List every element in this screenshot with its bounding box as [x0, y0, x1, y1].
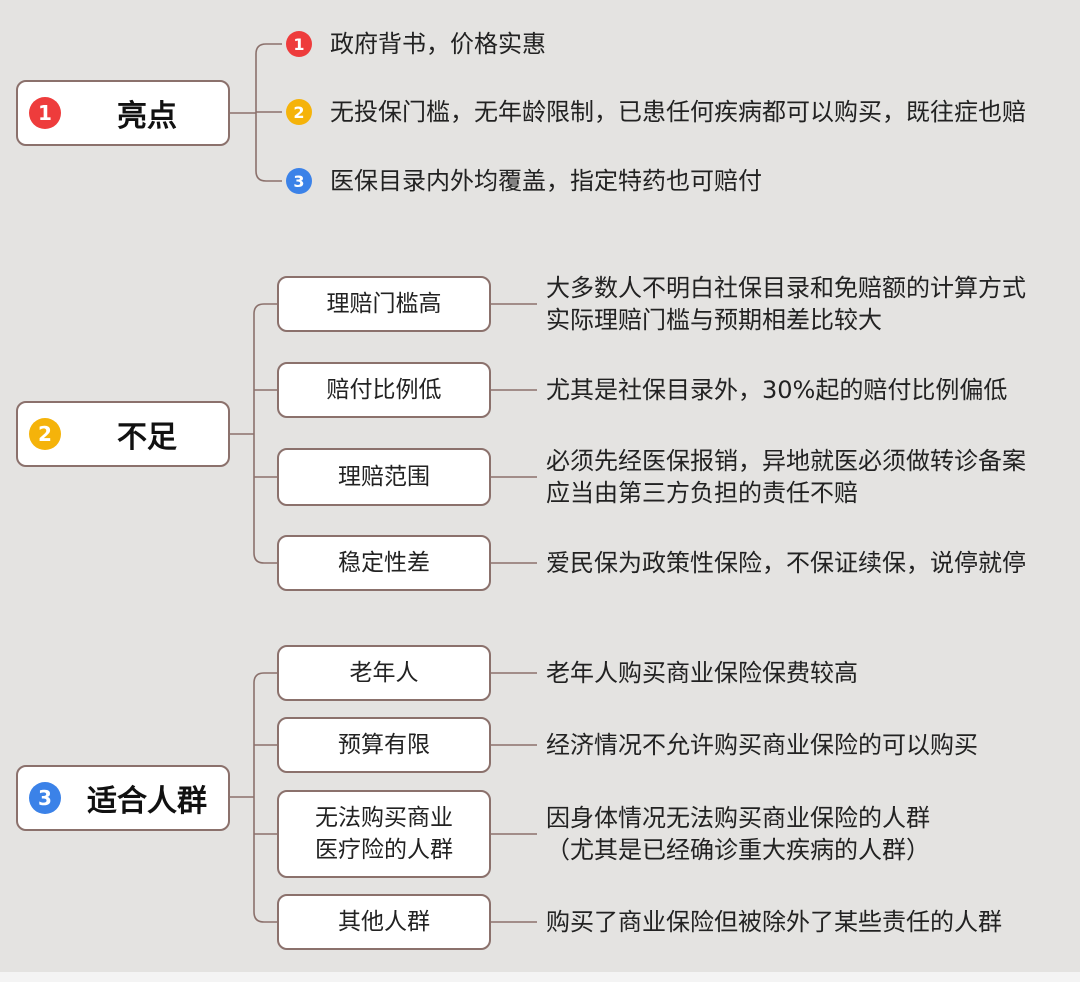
highlight-item: 无投保门槛，无年龄限制，已患任何疾病都可以购买，既往症也赔	[330, 98, 1026, 126]
section-3-link	[253, 911, 277, 923]
category-label: 无法购买商业 医疗险的人群	[315, 805, 453, 863]
category-label: 稳定性差	[338, 550, 430, 576]
category-box: 稳定性差	[277, 535, 491, 591]
category-label: 赔付比例低	[326, 377, 442, 403]
description-line: 必须先经医保报销，异地就医必须做转诊备案	[546, 447, 1026, 475]
category-box: 理赔范围	[277, 448, 491, 506]
description-line: 大多数人不明白社保目录和免赔额的计算方式	[546, 274, 1026, 302]
section-2-link	[253, 552, 277, 564]
highlight-item: 政府背书，价格实惠	[330, 30, 546, 58]
number-badge-icon: 1	[29, 97, 61, 129]
description-line: 尤其是社保目录外，30%起的赔付比例偏低	[546, 376, 1008, 404]
description-line: 经济情况不允许购买商业保险的可以购买	[546, 731, 978, 759]
section-root-2: 2 不足	[16, 401, 230, 467]
section-root-3: 3 适合人群	[16, 765, 230, 831]
category-box: 老年人	[277, 645, 491, 701]
number-badge-icon: 2	[286, 99, 312, 125]
section-root-1: 1 亮点	[16, 80, 230, 146]
category-box: 无法购买商业 医疗险的人群	[277, 790, 491, 878]
description-line: 爱民保为政策性保险，不保证续保，说停就停	[546, 549, 1026, 577]
number-badge-icon: 3	[286, 168, 312, 194]
category-label: 其他人群	[338, 909, 430, 935]
category-box: 预算有限	[277, 717, 491, 773]
description-line: （尤其是已经确诊重大疾病的人群）	[546, 836, 930, 864]
section-1-link	[255, 43, 282, 55]
description-line: 应当由第三方负担的责任不赔	[546, 479, 858, 507]
section-1-link	[255, 170, 282, 182]
description-line: 因身体情况无法购买商业保险的人群	[546, 804, 930, 832]
category-label: 老年人	[349, 660, 419, 686]
description-line: 实际理赔门槛与预期相差比较大	[546, 306, 882, 334]
section-2-link	[253, 303, 277, 315]
category-label: 理赔门槛高	[326, 291, 442, 317]
category-box: 其他人群	[277, 894, 491, 950]
section-title: 适合人群	[87, 784, 207, 819]
category-box: 理赔门槛高	[277, 276, 491, 332]
category-label: 理赔范围	[338, 464, 430, 490]
section-title: 不足	[117, 420, 177, 455]
category-label: 预算有限	[338, 732, 430, 758]
description-line: 老年人购买商业保险保费较高	[546, 659, 858, 687]
number-badge-icon: 2	[29, 418, 61, 450]
category-box: 赔付比例低	[277, 362, 491, 418]
section-3-link	[253, 672, 277, 684]
number-badge-icon: 3	[29, 782, 61, 814]
section-title: 亮点	[117, 99, 177, 134]
highlight-item: 医保目录内外均覆盖，指定特药也可赔付	[330, 167, 762, 195]
number-badge-icon: 1	[286, 31, 312, 57]
description-line: 购买了商业保险但被除外了某些责任的人群	[546, 908, 1002, 936]
